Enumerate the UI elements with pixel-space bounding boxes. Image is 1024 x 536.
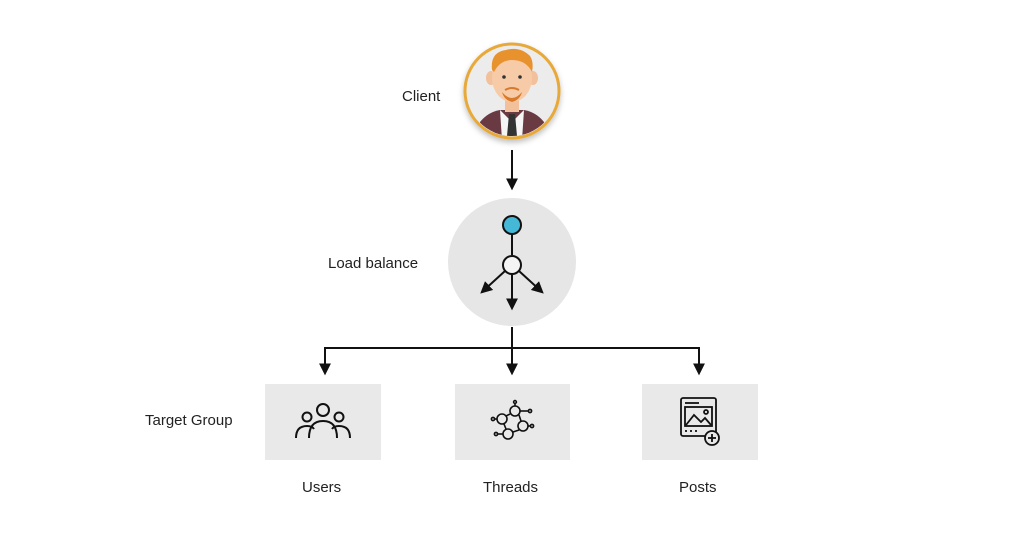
client-label: Client — [402, 88, 441, 105]
target-label-threads: Threads — [483, 479, 539, 496]
target-box-posts — [642, 384, 758, 460]
client-avatar — [463, 42, 561, 140]
posts-image-icon — [680, 397, 720, 446]
target-group-label: Target Group — [145, 412, 233, 429]
businessman-icon — [467, 46, 557, 136]
load-balancer-icon — [480, 215, 544, 311]
target-label-posts: Posts — [679, 479, 717, 496]
load-balance-label: Load balance — [328, 255, 419, 272]
target-label-users: Users — [302, 479, 342, 496]
threads-network-icon — [490, 399, 535, 440]
distribution-connector — [319, 327, 705, 376]
load-balancer-node — [448, 198, 576, 326]
users-icon — [295, 403, 351, 439]
target-box-threads — [455, 384, 570, 460]
target-box-users — [265, 384, 381, 460]
